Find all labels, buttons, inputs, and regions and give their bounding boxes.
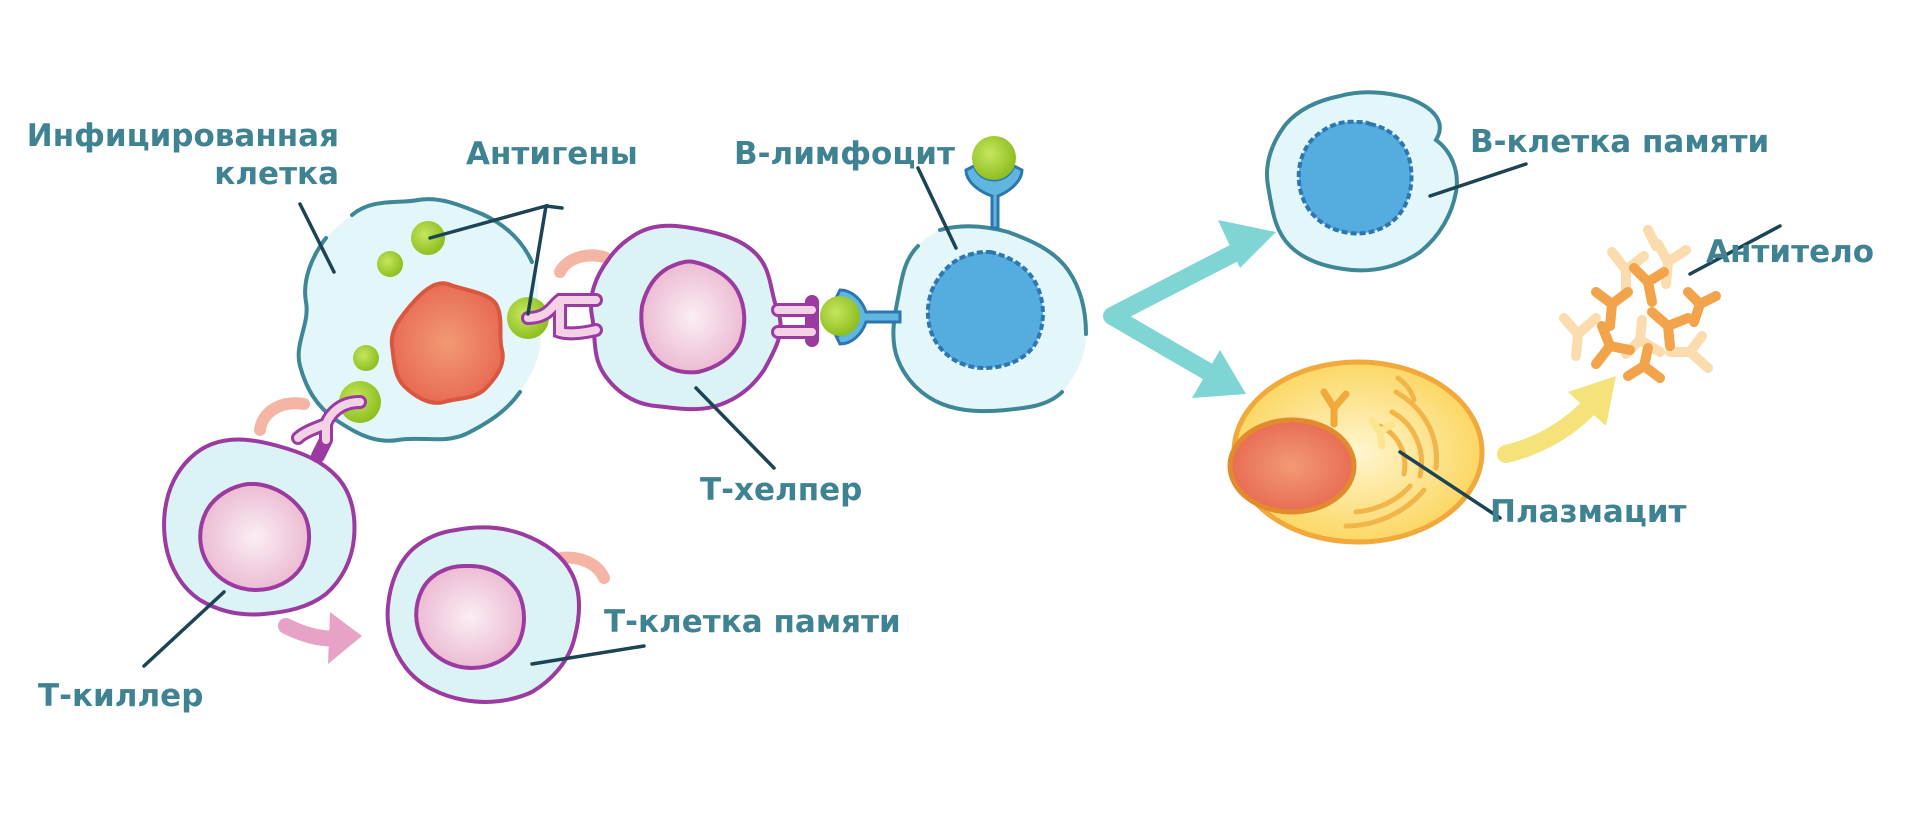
t-helper-receptor-tail — [554, 249, 612, 278]
t-memory-nucleus — [414, 564, 526, 671]
label-b-lymphocyte: В-лимфоцит — [734, 136, 955, 172]
antigen — [820, 296, 860, 336]
label-infected-cell-line2: клетка — [214, 156, 339, 192]
label-antigens: Антигены — [466, 136, 638, 172]
t-helper-nucleus — [639, 259, 747, 375]
label-infected-cell-line1: Инфицированная — [27, 118, 339, 154]
arrowhead — [1218, 220, 1276, 268]
t-killer-nucleus — [198, 481, 311, 593]
infected-cell-nucleus — [389, 281, 505, 405]
leader-lines — [142, 162, 1782, 668]
plasmocyte-cell — [1227, 359, 1485, 545]
arrowhead — [1568, 376, 1616, 426]
plasmocyte-nucleus — [1227, 417, 1357, 515]
b-lymphocyte-nucleus — [925, 249, 1045, 371]
b-lymphocyte-membrane — [891, 224, 1088, 414]
arrowhead — [1192, 350, 1246, 398]
label-t-killer: Т-киллер — [38, 678, 203, 714]
t-helper-cell — [554, 223, 783, 412]
t-memory-cell — [385, 525, 610, 704]
antigen — [377, 251, 403, 277]
tcr-connector-infected-to-helper — [521, 293, 603, 341]
arrowhead — [328, 612, 362, 664]
branch-arrow — [1103, 220, 1276, 398]
infected-cell — [296, 197, 549, 443]
antibody-in-plasmocyte — [1320, 388, 1350, 428]
b-cell-receptor-top — [964, 163, 1024, 230]
t-killer-receptor-tail — [254, 397, 310, 436]
label-b-memory-cell: В-клетка памяти — [1470, 124, 1769, 160]
label-antibody: Антитело — [1706, 234, 1874, 270]
label-t-helper: Т-хелпер — [700, 472, 862, 508]
b-lymphocyte-cell — [820, 136, 1088, 414]
antibody-cluster — [1559, 225, 1721, 383]
antigen — [411, 221, 445, 255]
tcr-connector-helper-to-b — [771, 295, 819, 347]
b-memory-nucleus — [1296, 119, 1414, 236]
label-t-memory-cell: Т-клетка памяти — [604, 604, 901, 640]
antibody-in-plasmocyte — [1368, 416, 1396, 450]
t-killer-cell — [162, 395, 367, 617]
label-plasmocyte: Плазмацит — [1490, 494, 1687, 530]
b-memory-cell — [1265, 90, 1459, 273]
antigen — [972, 136, 1016, 180]
antigen — [353, 345, 379, 371]
endoplasmic-reticulum — [1343, 375, 1439, 529]
pink-arrow — [278, 612, 362, 664]
yellow-arrow — [1497, 376, 1616, 463]
